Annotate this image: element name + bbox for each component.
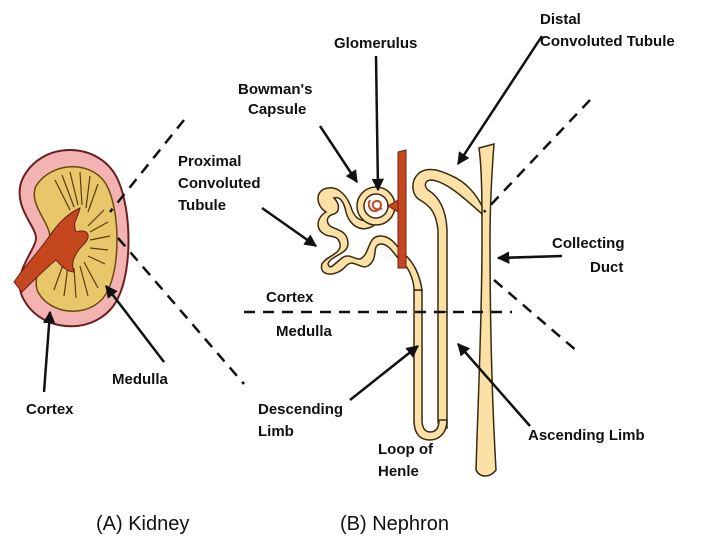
- nephron-illustration: [318, 144, 496, 476]
- bowmans-space: [364, 194, 388, 218]
- kidney-cortex-arrow: [44, 312, 50, 392]
- bowmans-label-line2: Capsule: [248, 101, 306, 118]
- lower-dashed-line-nephron: [494, 280, 578, 352]
- upper-dashed-line-nephron: [484, 100, 590, 212]
- loop-label-line2: Henle: [378, 463, 419, 480]
- collecting-label-line2: Duct: [590, 259, 623, 276]
- kidney-medulla-label: Medulla: [112, 371, 168, 388]
- descending-limb-arrow: [350, 346, 418, 400]
- kidney-medulla-arrow: [106, 286, 164, 362]
- bowmans-label-line1: Bowman's: [238, 81, 312, 98]
- descending-label-line1: Descending: [258, 401, 343, 418]
- glomerulus-arrow: [376, 56, 378, 190]
- loop-label-line1: Loop of: [378, 441, 434, 458]
- kidney-cortex-label: Cortex: [26, 401, 74, 418]
- collecting-label-line1: Collecting: [552, 235, 625, 252]
- proximal-tubule-arrow: [262, 208, 316, 246]
- ascending-label: Ascending Limb: [528, 427, 645, 444]
- kidney-caption: (A) Kidney: [96, 513, 189, 535]
- proximal-label-line1: Proximal: [178, 153, 241, 170]
- upper-dashed-line-kidney: [110, 120, 184, 212]
- distal-label-line1: Distal: [540, 11, 581, 28]
- descending-label-line2: Limb: [258, 423, 294, 440]
- distal-tubule-arrow: [458, 36, 542, 164]
- collecting-duct-arrow: [498, 256, 562, 258]
- glomerulus-label: Glomerulus: [334, 35, 417, 52]
- proximal-label-line3: Tubule: [178, 197, 226, 214]
- nephron-caption: (B) Nephron: [340, 513, 449, 535]
- nephron-cortex-label: Cortex: [266, 289, 314, 306]
- lower-dashed-line-kidney: [118, 238, 244, 384]
- ascending-limb-shape: [438, 312, 447, 429]
- arteriole-shape: [398, 150, 406, 268]
- proximal-label-line2: Convoluted: [178, 175, 261, 192]
- distal-label-line2: Convoluted Tubule: [540, 33, 675, 50]
- bowmans-capsule-arrow: [320, 126, 357, 182]
- collecting-duct-shape: [476, 144, 496, 476]
- distal-tubule-shape: [413, 170, 482, 312]
- nephron-medulla-label: Medulla: [276, 323, 332, 340]
- kidney-illustration: [14, 150, 129, 326]
